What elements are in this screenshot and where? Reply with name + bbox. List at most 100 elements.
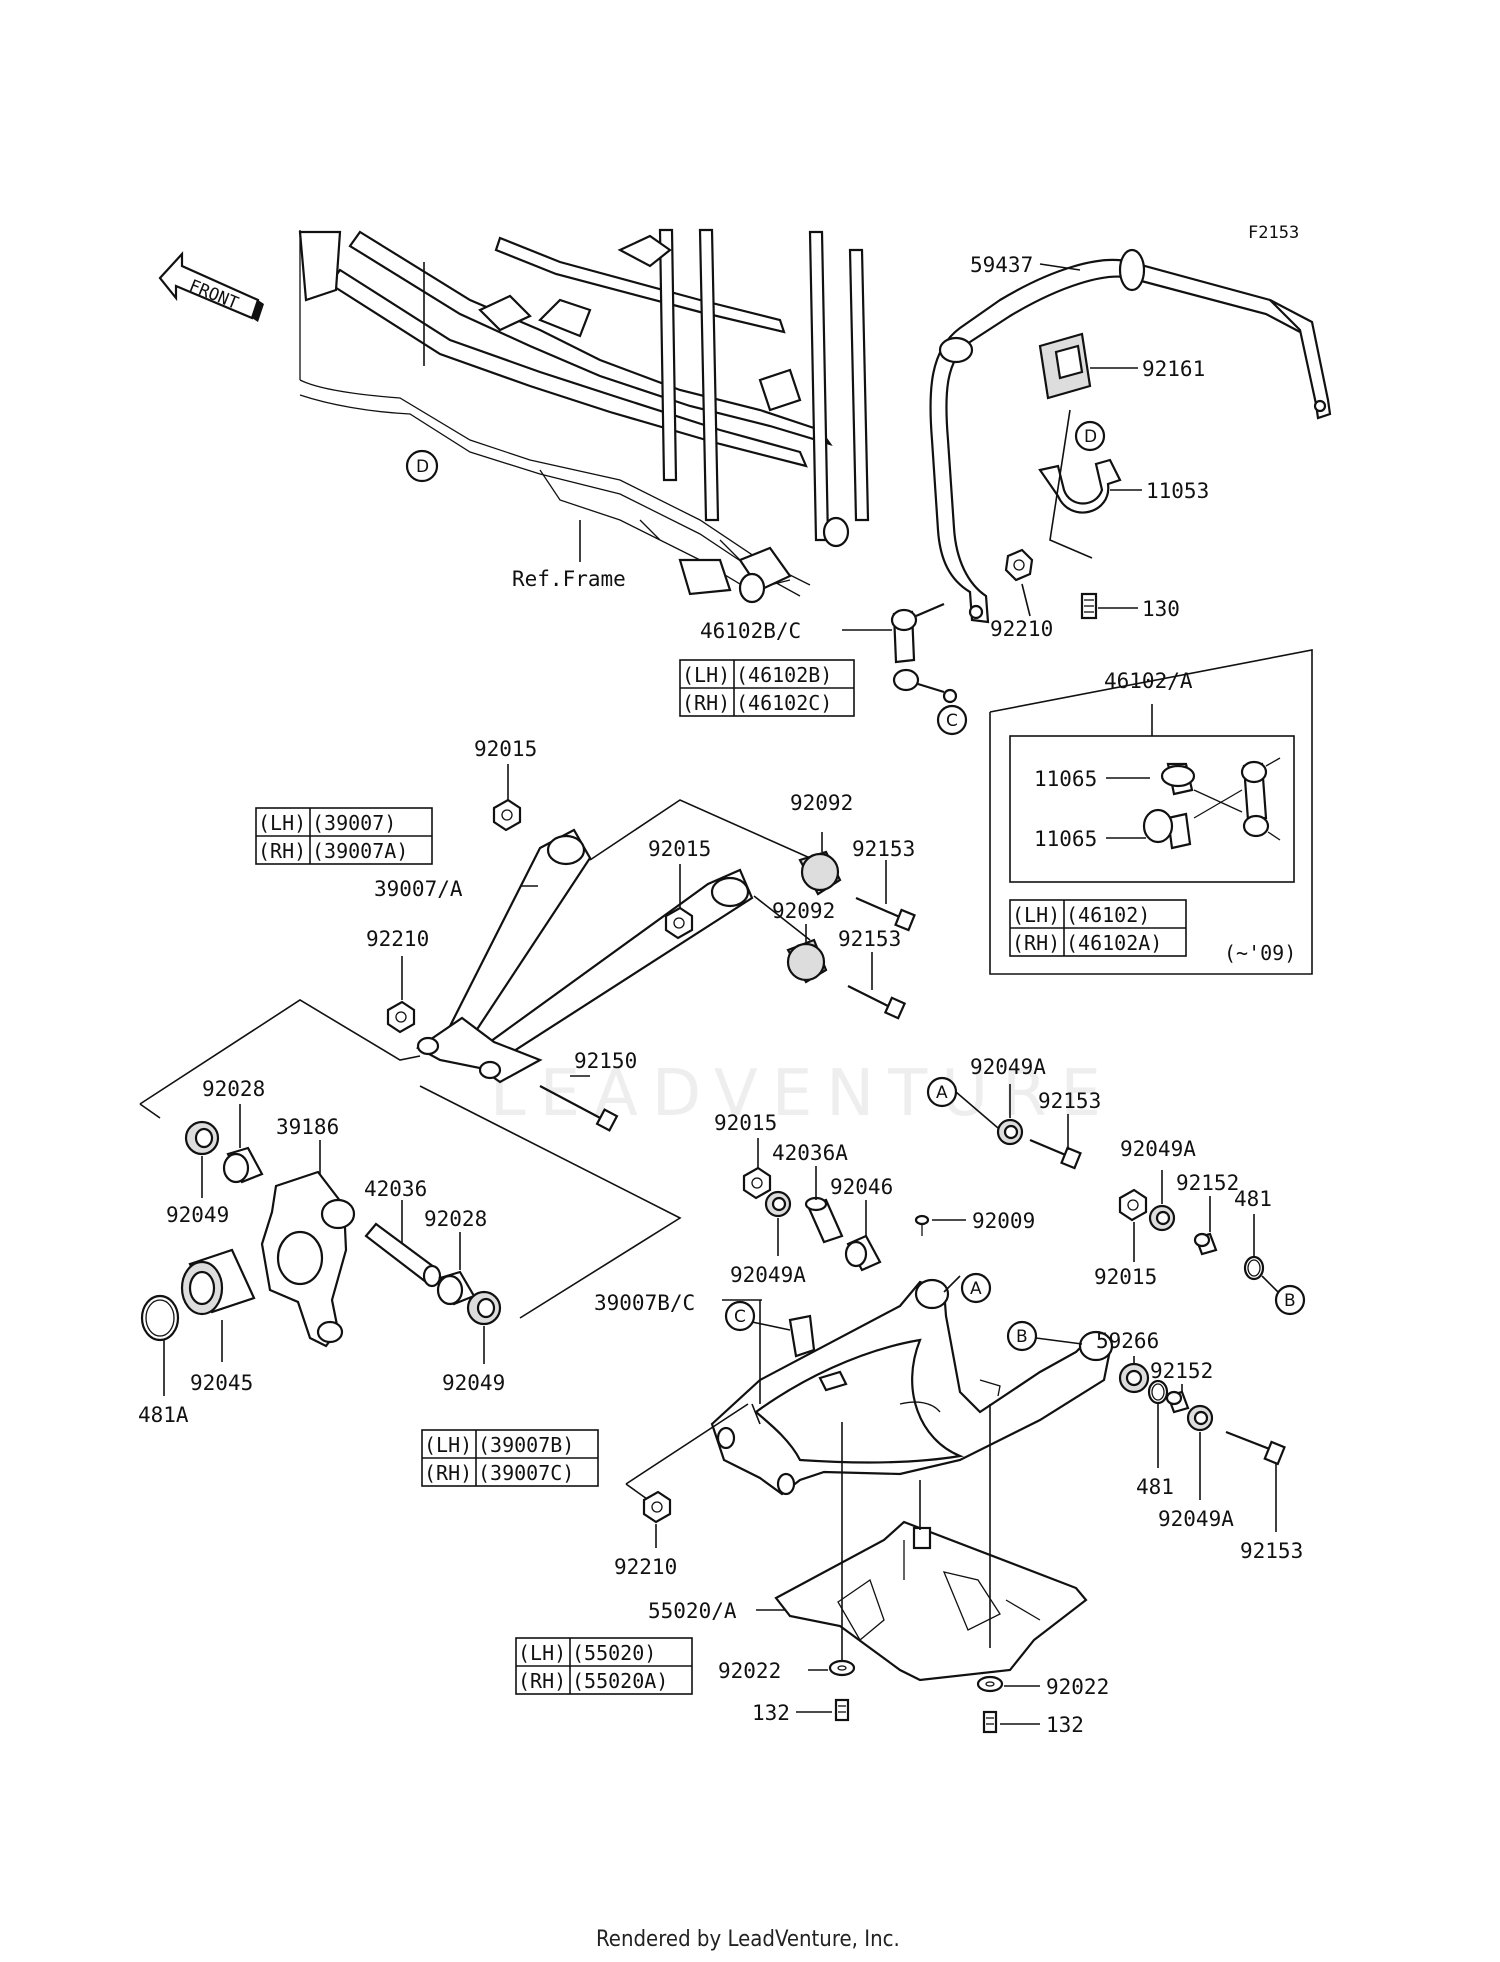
callout-b-right-label: B xyxy=(1284,1291,1296,1311)
bushing-59266 xyxy=(1118,1362,1150,1394)
label-46102bc: 46102B/C xyxy=(700,619,801,643)
table-link-part-0: (46102B) xyxy=(736,663,832,687)
table-lower-arm-part-1: (39007C) xyxy=(478,1461,574,1485)
label-11065-b: 11065 xyxy=(1034,827,1097,851)
label-92049-b: 92049 xyxy=(442,1371,505,1395)
diagram-code: F2153 xyxy=(1248,223,1299,243)
label-39007a: 39007/A xyxy=(374,877,463,901)
callout-d-frame xyxy=(405,449,439,483)
bolt-92150 xyxy=(539,1085,619,1132)
bolt-92153-d xyxy=(1225,1430,1286,1466)
stabilizer-bar xyxy=(929,248,1332,624)
callout-d-frame-label: D xyxy=(416,457,429,477)
collar-92152-a xyxy=(1193,1232,1218,1256)
spacer-42036a xyxy=(804,1196,844,1244)
callout-c-arm xyxy=(724,1300,756,1332)
label-92028-b: 92028 xyxy=(424,1207,487,1231)
label-39007bc: 39007B/C xyxy=(594,1291,695,1315)
label-92210-mid: 92210 xyxy=(366,927,429,951)
callout-b-arm xyxy=(1006,1320,1038,1352)
label-92009: 92009 xyxy=(972,1209,1035,1233)
table-link-kit-part-0: (46102) xyxy=(1066,903,1150,927)
label-92015-b: 92015 xyxy=(648,837,711,861)
table-lower-arm-side-1: (RH) xyxy=(424,1461,472,1485)
link-46102bc xyxy=(890,602,958,704)
table-upper-arm-side-0: (LH) xyxy=(258,811,306,835)
circlip-481-b xyxy=(1147,1379,1169,1405)
table-upper-arm: (LH) (39007) (RH) (39007A) xyxy=(255,807,433,865)
callout-a-arm xyxy=(960,1272,992,1304)
nut-92015-a xyxy=(492,798,522,832)
bolt-92153-a xyxy=(855,896,916,932)
callout-d-bracket-label: D xyxy=(1084,427,1097,447)
label-92092-a: 92092 xyxy=(790,791,853,815)
nut-92015-d xyxy=(1118,1188,1148,1222)
label-92049a-left: 92049A xyxy=(730,1263,806,1287)
table-lower-arm-part-0: (39007B) xyxy=(478,1433,574,1457)
bushing-92046 xyxy=(844,1234,882,1272)
upper-arm-39007a xyxy=(415,828,754,1084)
callout-c-arm-label: C xyxy=(734,1307,746,1327)
bolt-132-b xyxy=(982,1710,998,1734)
label-92150: 92150 xyxy=(574,1049,637,1073)
seal-92049-a xyxy=(184,1120,220,1156)
label-42036a: 42036A xyxy=(772,1141,848,1165)
table-link-kit: (LH) (46102) (RH) (46102A) xyxy=(1009,899,1187,957)
washer-92022-b xyxy=(976,1675,1004,1693)
table-lower-arm-side-0: (LH) xyxy=(424,1433,472,1457)
label-39186: 39186 xyxy=(276,1115,339,1139)
bushing-92028-b xyxy=(436,1270,476,1306)
label-92153-a: 92153 xyxy=(852,837,915,861)
spacer-42036 xyxy=(364,1222,442,1288)
lower-arm-39007bc xyxy=(710,1278,1114,1496)
table-link-kit-side-1: (RH) xyxy=(1012,931,1060,955)
label-92210-top: 92210 xyxy=(990,617,1053,641)
seal-92049a-bot xyxy=(1186,1404,1214,1432)
bushing-92161 xyxy=(1038,332,1092,400)
nut-92015-c xyxy=(742,1166,772,1200)
label-59266: 59266 xyxy=(1096,1329,1159,1353)
label-92153-d: 92153 xyxy=(1240,1539,1303,1563)
label-92049a-right: 92049A xyxy=(1120,1137,1196,1161)
callout-c-link xyxy=(936,704,968,736)
label-481-a: 481 xyxy=(1234,1187,1272,1211)
table-upper-arm-part-0: (39007) xyxy=(312,811,396,835)
table-guard: (LH) (55020) (RH) (55020A) xyxy=(515,1637,693,1695)
bolt-92153-c xyxy=(1029,1138,1082,1170)
nut-92210-mid xyxy=(386,1000,416,1034)
kit-note: (~'09) xyxy=(1224,941,1296,965)
label-92022-b: 92022 xyxy=(1046,1675,1109,1699)
label-92015-a: 92015 xyxy=(474,737,537,761)
nut-92210-bot xyxy=(642,1490,672,1524)
table-guard-part-1: (55020A) xyxy=(572,1669,668,1693)
washer-92022-a xyxy=(828,1659,856,1677)
label-132-a: 132 xyxy=(752,1701,790,1725)
table-guard-part-0: (55020) xyxy=(572,1641,656,1665)
guard-55020a xyxy=(774,1520,1088,1682)
front-arrow-icon: FRONT xyxy=(158,251,264,322)
label-92049a-bot: 92049A xyxy=(1158,1507,1234,1531)
ref-frame-label: Ref.Frame xyxy=(512,567,626,591)
label-59437: 59437 xyxy=(970,253,1033,277)
table-guard-side-0: (LH) xyxy=(518,1641,566,1665)
circlip-481-a xyxy=(1243,1255,1265,1281)
callout-d-bracket xyxy=(1074,420,1106,452)
label-55020a: 55020/A xyxy=(648,1599,737,1623)
seal-92049a-right xyxy=(1148,1204,1176,1232)
bolt-130 xyxy=(1080,592,1098,620)
callout-b-arm-label: B xyxy=(1016,1327,1028,1347)
label-92015-c: 92015 xyxy=(714,1111,777,1135)
label-132-b: 132 xyxy=(1046,1713,1084,1737)
seal-92049-b xyxy=(466,1290,502,1326)
label-481a: 481A xyxy=(138,1403,189,1427)
bushing-92092-a xyxy=(798,850,842,896)
label-130: 130 xyxy=(1142,597,1180,621)
table-link-kit-side-0: (LH) xyxy=(1012,903,1060,927)
label-92153-c: 92153 xyxy=(1038,1089,1101,1113)
clamp-11053 xyxy=(1038,458,1122,514)
table-link-side-0: (LH) xyxy=(682,663,730,687)
bolt-132-a xyxy=(834,1698,850,1722)
label-92152-b: 92152 xyxy=(1150,1359,1213,1383)
collar-92152-b xyxy=(1165,1390,1190,1414)
footer-credit: Rendered by LeadVenture, Inc. xyxy=(596,1927,900,1952)
